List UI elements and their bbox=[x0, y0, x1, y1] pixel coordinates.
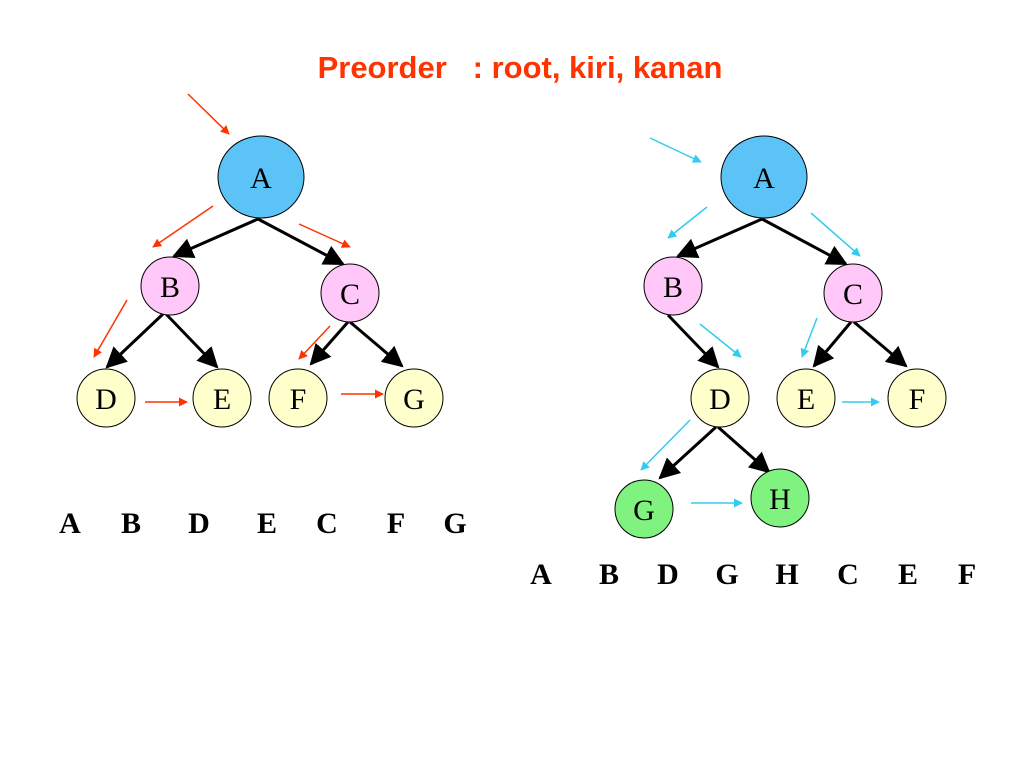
traversal-arrow bbox=[298, 223, 351, 248]
node-g: G bbox=[614, 479, 674, 539]
svg-text:B: B bbox=[160, 271, 180, 304]
edge-a-b bbox=[676, 217, 763, 258]
traversal-arrow bbox=[800, 317, 818, 358]
right-tree: A B C D E F G bbox=[530, 135, 976, 591]
traversal-arrow bbox=[699, 323, 742, 358]
edge-c-f bbox=[309, 321, 350, 366]
sequence-item: C bbox=[316, 507, 338, 540]
node-b: B bbox=[140, 256, 200, 316]
svg-text:D: D bbox=[709, 383, 731, 416]
edge-d-h bbox=[717, 425, 771, 474]
edge-b-d bbox=[105, 312, 165, 369]
node-f: F bbox=[268, 368, 328, 428]
edge-c-g bbox=[349, 320, 404, 368]
svg-text:G: G bbox=[403, 383, 425, 416]
svg-text:F: F bbox=[290, 383, 307, 416]
edge-a-c bbox=[257, 217, 345, 266]
sequence-item: C bbox=[837, 558, 859, 591]
traversal-arrow bbox=[667, 206, 708, 239]
sequence-item: A bbox=[530, 558, 552, 591]
left-tree: A B C D E F G bbox=[59, 93, 467, 540]
svg-text:A: A bbox=[250, 162, 272, 195]
svg-text:C: C bbox=[843, 278, 863, 311]
traversal-arrow bbox=[298, 325, 331, 360]
node-b: B bbox=[643, 256, 703, 316]
traversal-arrow bbox=[152, 205, 214, 248]
sequence-item: G bbox=[715, 558, 738, 591]
edge-c-f bbox=[853, 320, 908, 368]
node-c: C bbox=[320, 263, 380, 323]
node-a: A bbox=[217, 135, 305, 219]
node-a: A bbox=[720, 135, 808, 219]
svg-text:G: G bbox=[633, 494, 655, 527]
node-e: E bbox=[192, 368, 252, 428]
node-f: F bbox=[887, 368, 947, 428]
edge-d-g bbox=[658, 425, 718, 480]
sequence-item: H bbox=[775, 558, 798, 591]
traversal-arrow bbox=[187, 93, 230, 135]
edge-a-c bbox=[761, 217, 848, 266]
svg-text:D: D bbox=[95, 383, 117, 416]
svg-text:C: C bbox=[340, 278, 360, 311]
edge-c-e bbox=[812, 321, 853, 368]
node-d: D bbox=[76, 368, 136, 428]
left-traversal-sequence: A B D E C F G bbox=[59, 507, 467, 540]
svg-text:A: A bbox=[753, 162, 775, 195]
node-e: E bbox=[776, 368, 836, 428]
traversal-arrow bbox=[649, 137, 702, 163]
node-g: G bbox=[384, 368, 444, 428]
sequence-item: A bbox=[59, 507, 81, 540]
sequence-item: F bbox=[958, 558, 976, 591]
node-c: C bbox=[823, 263, 883, 323]
sequence-item: D bbox=[657, 558, 679, 591]
svg-text:B: B bbox=[663, 271, 683, 304]
node-d: D bbox=[690, 368, 750, 428]
traversal-arrow bbox=[810, 212, 861, 257]
sequence-item: B bbox=[599, 558, 619, 591]
right-traversal-sequence: A B D G H C E F bbox=[530, 558, 976, 591]
sequence-item: E bbox=[257, 507, 277, 540]
node-h: H bbox=[750, 468, 810, 528]
edge-b-d bbox=[666, 313, 720, 369]
sequence-item: D bbox=[188, 507, 210, 540]
edge-b-e bbox=[164, 312, 219, 369]
svg-text:E: E bbox=[213, 383, 231, 416]
sequence-item: E bbox=[898, 558, 918, 591]
traversal-arrow bbox=[640, 419, 691, 471]
sequence-item: B bbox=[121, 507, 141, 540]
sequence-item: G bbox=[443, 507, 466, 540]
slide-title: Preorder : root, kiri, kanan bbox=[317, 50, 723, 85]
svg-text:F: F bbox=[909, 383, 926, 416]
sequence-item: F bbox=[387, 507, 405, 540]
svg-text:H: H bbox=[769, 483, 791, 516]
edge-a-b bbox=[172, 217, 259, 258]
svg-text:E: E bbox=[797, 383, 815, 416]
traversal-arrow bbox=[93, 299, 128, 358]
